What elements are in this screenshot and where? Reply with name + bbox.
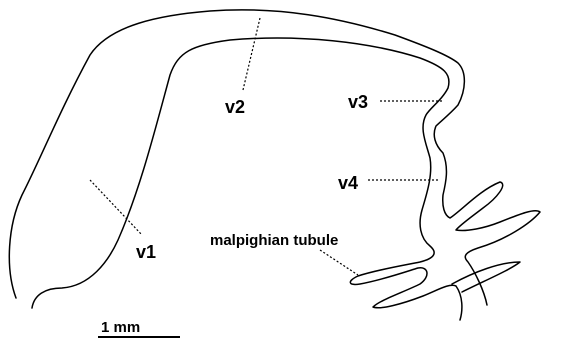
tubule-loop-lower <box>452 262 520 292</box>
v1-leader-line <box>90 180 142 235</box>
scale-bar-label: 1 mm <box>101 319 140 336</box>
label-malpighian-tubule: malpighian tubule <box>210 232 338 249</box>
malpighian-leader-line <box>320 250 358 275</box>
label-v1: v1 <box>136 242 156 262</box>
outer-wall-outline <box>9 10 540 305</box>
v2-leader-line <box>243 18 260 90</box>
label-v4: v4 <box>338 173 358 193</box>
inner-wall-outline <box>32 38 462 320</box>
label-v3: v3 <box>348 92 368 112</box>
label-v2: v2 <box>225 97 245 117</box>
